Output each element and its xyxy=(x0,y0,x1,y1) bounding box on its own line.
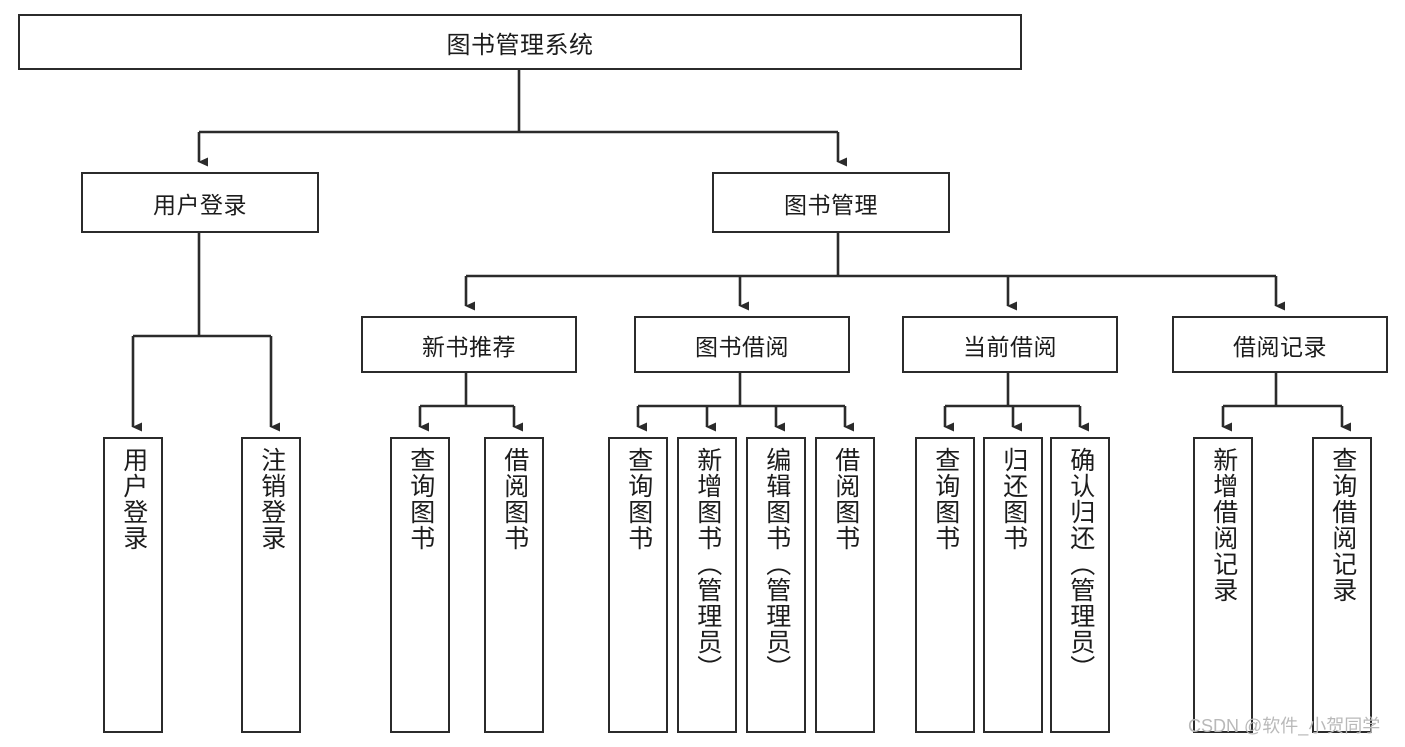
leaf-borrowbook-query-book-label: 查询图书 xyxy=(624,447,653,551)
leaf-newbook-query-book[interactable]: 查询图书 xyxy=(390,437,450,733)
node-root[interactable]: 图书管理系统 xyxy=(18,14,1022,70)
leaf-borrowrecord-add-record[interactable]: 新增借阅记录 xyxy=(1193,437,1253,733)
leaf-logout[interactable]: 注销登录 xyxy=(241,437,301,733)
node-borrow-record-label: 借阅记录 xyxy=(1233,333,1327,360)
leaf-borrowbook-edit-book-label: 编辑图书（管理员） xyxy=(762,447,791,681)
node-book-management-label: 图书管理 xyxy=(784,191,878,218)
leaf-user-login-label: 用户登录 xyxy=(119,447,148,551)
leaf-logout-label: 注销登录 xyxy=(257,447,286,551)
leaf-borrowbook-add-book[interactable]: 新增图书（管理员） xyxy=(677,437,737,733)
leaf-newbook-borrow-book-label: 借阅图书 xyxy=(500,447,529,551)
node-new-book-recommend-label: 新书推荐 xyxy=(422,333,516,360)
leaf-currentborrow-query-book[interactable]: 查询图书 xyxy=(915,437,975,733)
node-user-login-label: 用户登录 xyxy=(153,191,247,218)
node-new-book-recommend[interactable]: 新书推荐 xyxy=(361,316,577,373)
leaf-currentborrow-confirm-return-label: 确认归还（管理员） xyxy=(1066,447,1095,681)
leaf-newbook-borrow-book[interactable]: 借阅图书 xyxy=(484,437,544,733)
leaf-currentborrow-confirm-return[interactable]: 确认归还（管理员） xyxy=(1050,437,1110,733)
leaf-borrowrecord-query-record[interactable]: 查询借阅记录 xyxy=(1312,437,1372,733)
node-book-management[interactable]: 图书管理 xyxy=(712,172,950,233)
node-current-borrow[interactable]: 当前借阅 xyxy=(902,316,1118,373)
leaf-borrowbook-add-book-label: 新增图书（管理员） xyxy=(693,447,722,681)
leaf-currentborrow-return-book-label: 归还图书 xyxy=(999,447,1028,551)
leaf-currentborrow-query-book-label: 查询图书 xyxy=(931,447,960,551)
leaf-user-login[interactable]: 用户登录 xyxy=(103,437,163,733)
leaf-borrowbook-query-book[interactable]: 查询图书 xyxy=(608,437,668,733)
node-borrow-record[interactable]: 借阅记录 xyxy=(1172,316,1388,373)
node-current-borrow-label: 当前借阅 xyxy=(963,333,1057,360)
leaf-borrowbook-edit-book[interactable]: 编辑图书（管理员） xyxy=(746,437,806,733)
leaf-borrowbook-borrow-book[interactable]: 借阅图书 xyxy=(815,437,875,733)
node-book-borrow[interactable]: 图书借阅 xyxy=(634,316,850,373)
leaf-newbook-query-book-label: 查询图书 xyxy=(406,447,435,551)
leaf-borrowrecord-add-record-label: 新增借阅记录 xyxy=(1209,447,1238,603)
leaf-borrowbook-borrow-book-label: 借阅图书 xyxy=(831,447,860,551)
leaf-currentborrow-return-book[interactable]: 归还图书 xyxy=(983,437,1043,733)
node-user-login[interactable]: 用户登录 xyxy=(81,172,319,233)
csdn-watermark: CSDN @软件_小贺同学 xyxy=(1188,716,1381,736)
leaf-borrowrecord-query-record-label: 查询借阅记录 xyxy=(1328,447,1357,603)
node-book-borrow-label: 图书借阅 xyxy=(695,333,789,360)
node-root-label: 图书管理系统 xyxy=(446,31,594,59)
